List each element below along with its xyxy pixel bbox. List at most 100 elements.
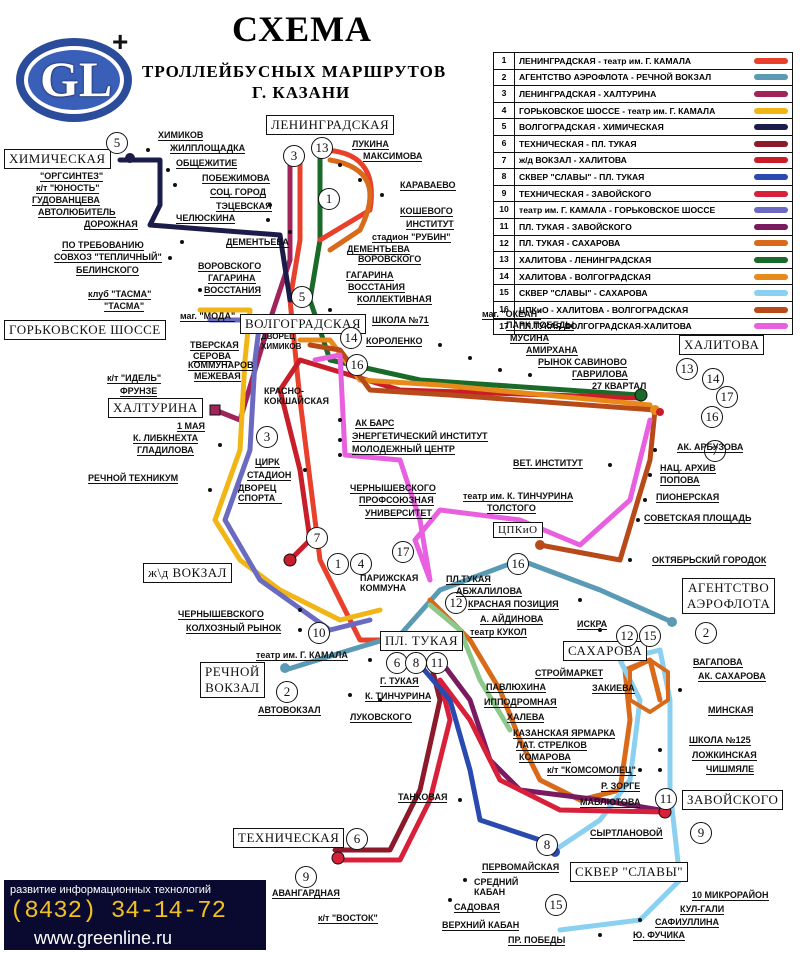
route-badge: 16 [507, 553, 529, 575]
legend-color-swatch [754, 173, 788, 180]
rechnoy-line1: РЕЧНОЙ [205, 664, 260, 679]
legend-route-name: ГОРЬКОВСКОЕ ШОССЕ - театр им. Г. КАМАЛА [519, 105, 716, 116]
route-badge: 15 [639, 625, 661, 647]
stop-label: ЗАКИЕВА [592, 683, 635, 694]
stop-label: ЧЕЛЮСКИНА [176, 213, 236, 224]
route-5-line [117, 157, 293, 303]
legend-color-swatch [754, 90, 788, 97]
route-badge: 2 [695, 622, 717, 644]
stop-label: к/т "ИДЕЛЬ" [107, 373, 162, 384]
stop-label: ШКОЛА №71 [372, 315, 429, 326]
stop-label: ИНСТИТУТ [406, 219, 454, 230]
legend-route-name: ЛЕНИНГРАДСКАЯ - театр им. Г. КАМАЛА [519, 55, 692, 66]
terminal-skver: СКВЕР "СЛАВЫ" [570, 862, 689, 882]
route-badge: 7 [704, 440, 726, 462]
stop-label: ТВЕРСКАЯ [190, 340, 239, 351]
stop-label: КОМАРОВА [519, 752, 571, 763]
stop-label: ЛОЖКИНСКАЯ [692, 750, 757, 761]
stop-label: АВТОВОКЗАЛ [258, 705, 321, 716]
stop-label: ДВОРЕЦ ХИМИКОВ [261, 332, 302, 351]
stop-label: ПР. ПОБЕДЫ [508, 935, 566, 946]
route-badge: 13 [676, 358, 698, 380]
terminal-zavoyskogo: ЗАВОЙСКОГО [682, 790, 784, 810]
route-badge: 17 [392, 541, 414, 563]
route-badge: 1 [327, 553, 349, 575]
map-city: Г. КАЗАНИ [252, 83, 351, 102]
stop-label: ИППОДРОМНАЯ [484, 697, 557, 708]
route-badge: 11 [655, 788, 677, 810]
stop-label: ВАГАПОВА [693, 657, 743, 668]
route-15-line [552, 647, 683, 933]
legend-route-number: 9 [494, 185, 515, 202]
stop-label: ЧЕРНЫШЕВСКОГО [178, 609, 264, 620]
legend-route-name: СКВЕР "СЛАВЫ" - САХАРОВА [519, 288, 648, 299]
stop-label: РЕЧНОЙ ТЕХНИКУМ [88, 473, 179, 484]
stop-label: театр им. К. ТИНЧУРИНА [463, 491, 574, 502]
legend-route-number: 6 [494, 135, 515, 152]
route-badge: 1 [318, 188, 340, 210]
stop-label: ВЕТ. ИНСТИТУТ [513, 458, 583, 469]
stop-label: ПАВЛЮХИНА [486, 682, 546, 693]
stop-label: ВОССТАНИЯ [348, 282, 405, 293]
route-17-line [312, 352, 653, 583]
legend-color-swatch [754, 207, 788, 214]
stop-label: ЛУКИНА [352, 139, 389, 150]
promo-banner: развитие информационных технологий (8432… [4, 880, 266, 950]
stop-label: СТАДИОН [247, 470, 292, 481]
stop-label: ПОБЕЖИМОВА [202, 173, 270, 184]
stop-label: МОЛОДЕЖНЫЙ ЦЕНТР [352, 444, 455, 455]
legend-route-name: АГЕНТСТВО АЭРОФЛОТА - РЕЧНОЙ ВОКЗАЛ [519, 72, 712, 83]
route-badge: 9 [295, 866, 317, 888]
stop-label: МАКСИМОВА [363, 151, 423, 162]
legend-route-name: ТЕХНИЧЕСКАЯ - ЗАВОЙСКОГО [519, 188, 652, 199]
stop-label: Р. ЗОРГЕ [601, 781, 641, 792]
stop-label: АМИРХАНА [526, 345, 578, 356]
stop-label: ОБЩЕЖИТИЕ [176, 158, 238, 169]
stop-label: СОВХОЗ "ТЕПЛИЧНЫЙ" [54, 252, 162, 263]
legend-route-name: ПЛ.ТУКАЯ-ВОЛГОГРАДСКАЯ-ХАЛИТОВА [519, 321, 692, 332]
stop-label: маг. "МОДА" [180, 311, 236, 322]
promo-site-link[interactable]: www.greenline.ru [34, 928, 173, 948]
promo-phone: (8432) 34-14-72 [10, 898, 227, 925]
stop-label: СЕРОВА [193, 351, 231, 362]
route-badge: 10 [308, 622, 330, 644]
stop-label: ЭНЕРГЕТИЧЕСКИЙ ИНСТИТУТ [352, 431, 488, 442]
route-1-line [287, 147, 423, 643]
legend-route-name: ХАЛИТОВА - ВОЛГОГРАДСКАЯ [519, 271, 651, 282]
stop-label: театр им. Г. КАМАЛА [256, 650, 348, 661]
legend-color-swatch [754, 140, 788, 147]
route-badge: 2 [276, 681, 298, 703]
stop-label: ДЕМЕНТЬЕВА [226, 237, 289, 248]
stop-label: ГУДОВАНЦЕВА [32, 195, 100, 206]
legend-route-number: 11 [494, 218, 515, 235]
stop-label: к/т "ВОСТОК" [318, 913, 378, 924]
stop-label: ГАВРИЛОВА [572, 369, 628, 380]
stop-label: ГАГАРИНА [208, 273, 256, 284]
route-badge: 8 [405, 652, 427, 674]
route-badge: 12 [445, 592, 467, 614]
route-badge: 5 [106, 132, 128, 154]
stop-label: САФИУЛЛИНА [655, 917, 720, 928]
stop-label: ШКОЛА №125 [689, 735, 751, 746]
terminal-leningradskaya: ЛЕНИНГРАДСКАЯ [266, 115, 395, 135]
stop-label: АК. САХАРОВА [698, 671, 766, 682]
aeroflot-line1: АГЕНТСТВО [687, 580, 770, 595]
stop-label: СТРОЙМАРКЕТ [535, 668, 604, 679]
stop-label: Г. ТУКАЯ [380, 676, 419, 687]
stop-label: 27 КВАРТАЛ [592, 381, 647, 391]
legend-color-swatch [754, 57, 788, 64]
legend-route-number: 2 [494, 69, 515, 86]
stop-label: 1 МАЯ [177, 421, 205, 432]
logo-letters: GL [40, 51, 113, 107]
stop-label: МЕЖЕВАЯ [194, 371, 241, 382]
stop-label: А. АЙДИНОВА [480, 614, 544, 625]
legend-route-number: 16 [494, 301, 515, 318]
stop-label: МАВЛЮТОВА [580, 797, 641, 808]
